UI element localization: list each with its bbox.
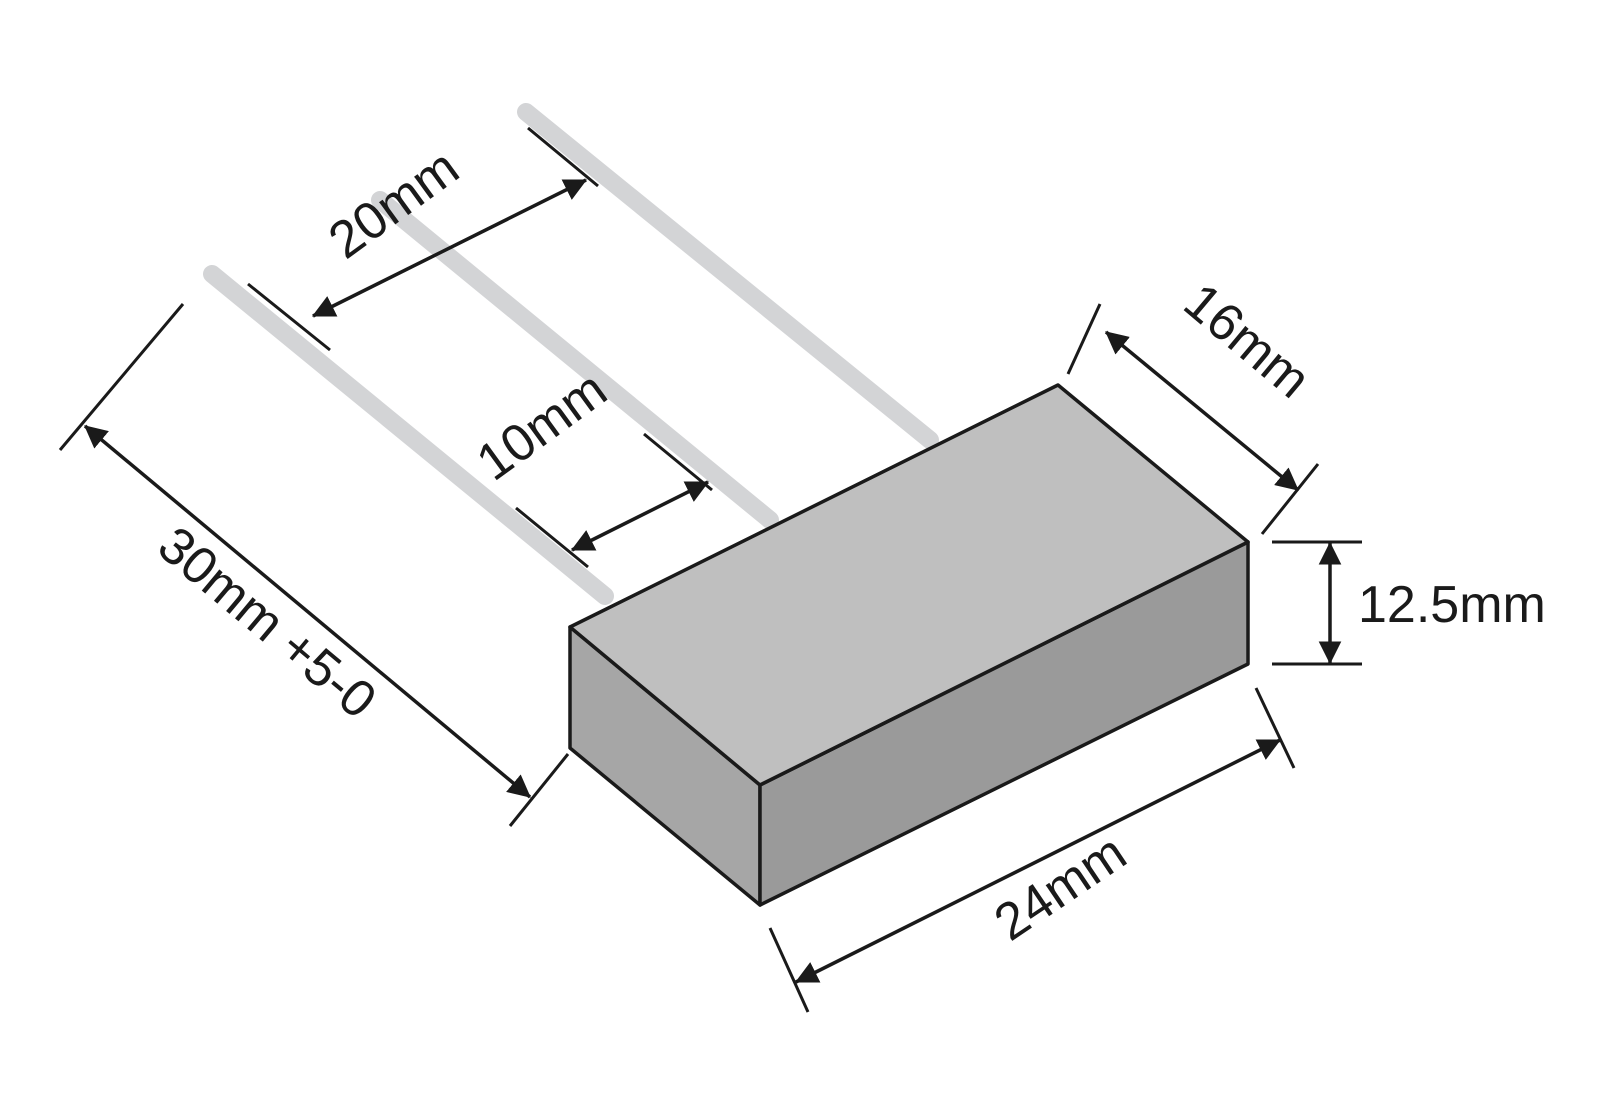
ext-16mm-a	[1066, 303, 1102, 375]
dim-10mm-arrow	[570, 480, 710, 552]
lead-right	[517, 103, 939, 449]
dim-16mm-arrow	[1104, 330, 1300, 492]
dim-20mm-arrow	[311, 178, 588, 318]
label-lead-length: 30mm +5-0	[147, 516, 387, 730]
label-depth: 16mm	[1173, 272, 1321, 409]
dim-lead-length-arrow	[83, 424, 532, 799]
lead-middle	[371, 191, 779, 529]
ext-24mm-a	[768, 927, 810, 1013]
ext-lead-length-start	[58, 303, 185, 451]
ext-20mm-b	[527, 126, 599, 188]
dimension-lines	[83, 178, 1342, 984]
body-top-face	[568, 383, 1250, 787]
ext-24mm-b	[1254, 687, 1296, 769]
ext-16mm-b	[1260, 463, 1320, 535]
ext-20mm-a	[247, 282, 331, 352]
ext-10mm-b	[643, 432, 713, 492]
component-body	[568, 383, 1250, 907]
ext-lead-length-end	[508, 753, 570, 827]
dim-24mm-arrow	[794, 738, 1282, 984]
label-inner-pitch: 10mm	[467, 360, 618, 492]
label-height: 12.5mm	[1358, 576, 1546, 634]
extension-lines	[58, 126, 1362, 1013]
label-width: 24mm	[984, 823, 1136, 952]
